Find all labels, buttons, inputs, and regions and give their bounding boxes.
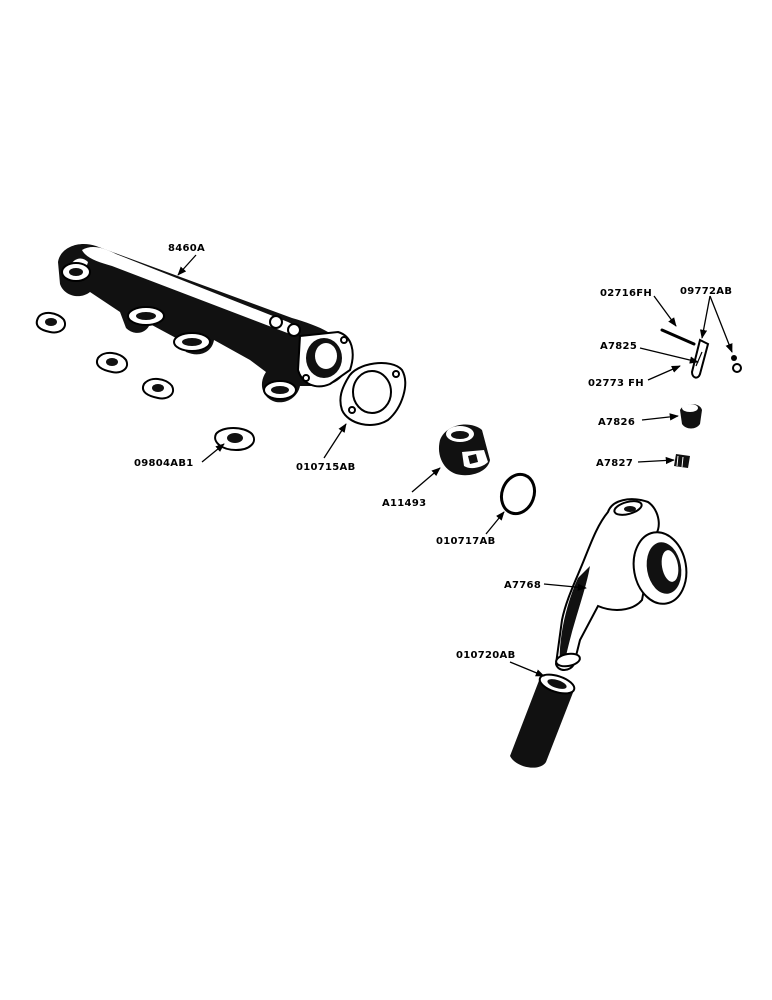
plug-a7827	[674, 454, 690, 468]
label-02773fh: 02773 FH	[588, 378, 644, 389]
part-labels: 8460A 09804AB1 010715AB A11493 010717AB …	[134, 243, 732, 661]
label-a7825: A7825	[600, 341, 637, 352]
label-a7768: A7768	[504, 580, 541, 591]
label-a7827: A7827	[596, 458, 633, 469]
gasket-small-1	[35, 312, 66, 334]
label-a11493: A11493	[382, 498, 426, 509]
label-09804ab1: 09804AB1	[134, 458, 194, 469]
label-010715ab: 010715AB	[296, 462, 356, 473]
nut-09772ab	[731, 355, 742, 373]
label-8460a: 8460A	[168, 243, 205, 254]
label-a7826: A7826	[598, 417, 635, 428]
label-02716fh: 02716FH	[600, 288, 652, 299]
cap-a7826	[680, 404, 702, 429]
gasket-small-2	[96, 352, 128, 374]
o-ring	[499, 472, 537, 516]
pin-02716fh	[660, 328, 696, 346]
thermostat	[438, 424, 490, 476]
hose	[510, 673, 576, 768]
label-010717ab: 010717AB	[436, 536, 496, 547]
water-outlet-elbow	[554, 498, 688, 671]
outlet-gasket	[339, 362, 407, 426]
exhaust-manifold	[58, 243, 354, 403]
bolt-a7825	[690, 338, 710, 379]
leader-lines	[177, 254, 733, 677]
label-010720ab: 010720AB	[456, 650, 516, 661]
gasket-small-3	[142, 378, 174, 400]
label-09772ab: 09772AB	[680, 286, 732, 297]
